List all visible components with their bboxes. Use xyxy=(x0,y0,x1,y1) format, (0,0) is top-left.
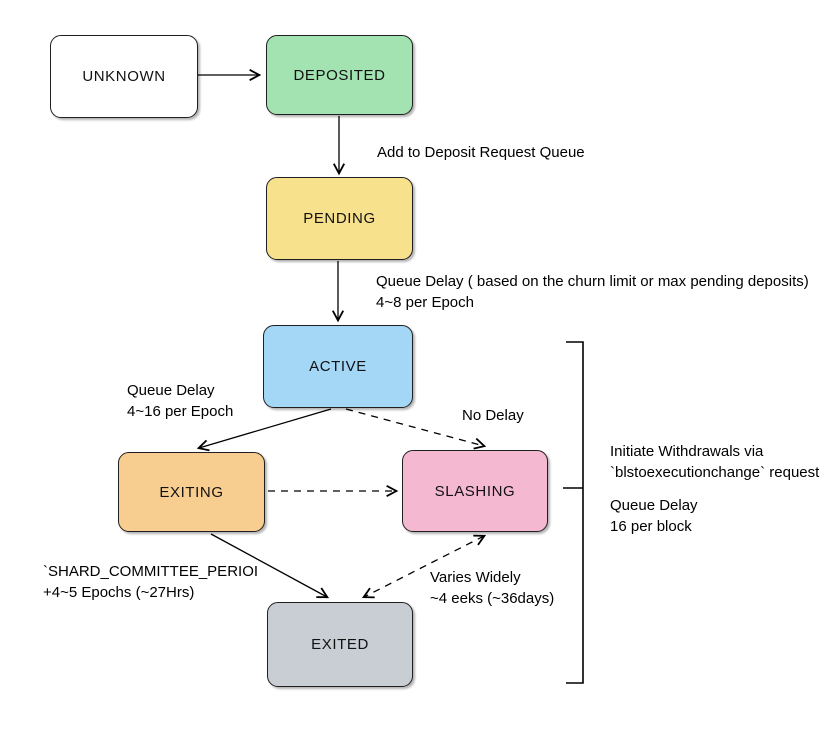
label-line: ~4 eeks (~36days) xyxy=(430,590,555,607)
edge-slashing-to-exited xyxy=(361,534,487,599)
label-line: `blstoexecutionchange` request xyxy=(610,464,820,481)
edge-active-to-slashing xyxy=(345,408,487,450)
label-line: `SHARD_COMMITTEE_PERIOI xyxy=(43,563,259,580)
label-pending-to-active-delay: Queue Delay ( based on the churn limit o… xyxy=(376,271,809,313)
label-shard-committee-period: `SHARD_COMMITTEE_PERIOI +4~5 Epochs (~27… xyxy=(43,561,258,603)
label-line: Queue Delay xyxy=(127,382,215,399)
right-bracket xyxy=(563,341,584,684)
state-active: ACTIVE xyxy=(263,325,413,408)
label-line: +4~5 Epochs (~27Hrs) xyxy=(43,584,195,601)
state-deposited: DEPOSITED xyxy=(266,35,413,115)
label-line: Initiate Withdrawals via xyxy=(610,443,764,460)
label-active-to-exiting-delay: Queue Delay 4~16 per Epoch xyxy=(127,380,233,422)
edge-active-to-exiting xyxy=(196,408,332,452)
state-unknown: UNKNOWN xyxy=(50,35,198,118)
edge-exiting-to-exited xyxy=(210,533,330,599)
state-pending: PENDING xyxy=(266,177,413,260)
label-line: Queue Delay xyxy=(610,497,698,514)
label-add-to-deposit-queue: Add to Deposit Request Queue xyxy=(377,144,585,161)
state-exiting: EXITING xyxy=(118,452,265,532)
label-no-delay: No Delay xyxy=(462,407,524,424)
label-line: 16 per block xyxy=(610,518,692,535)
state-exited: EXITED xyxy=(267,602,413,687)
label-line: 4~16 per Epoch xyxy=(127,403,234,420)
label-line: Queue Delay ( based on the churn limit o… xyxy=(376,273,809,290)
label-withdrawal-queue-delay: Queue Delay 16 per block xyxy=(610,495,698,537)
label-line: 4~8 per Epoch xyxy=(376,294,474,311)
label-line: Varies Widely xyxy=(430,569,521,586)
label-initiate-withdrawals: Initiate Withdrawals via `blstoexecution… xyxy=(610,441,819,483)
state-slashing: SLASHING xyxy=(402,450,548,532)
label-varies-widely: Varies Widely ~4 eeks (~36days) xyxy=(430,567,554,609)
